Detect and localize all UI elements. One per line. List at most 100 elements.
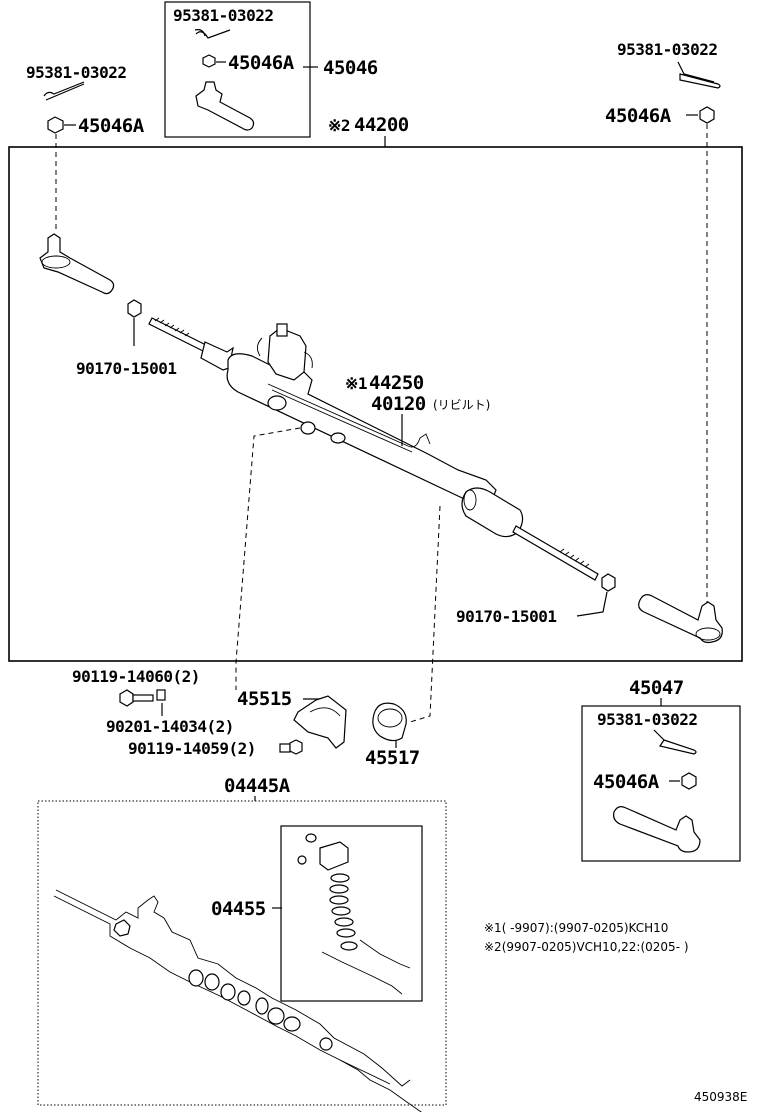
label-90170-right: 90170-15001 (456, 607, 556, 626)
pinion-seal-kit-icon (297, 833, 411, 995)
dashed-guide-bracket (235, 427, 301, 690)
label-95381-inset2: 95381-03022 (597, 710, 697, 729)
castle-nut-left-icon (47, 116, 64, 134)
kit-ring-3 (329, 895, 349, 905)
bolt-shank (132, 694, 154, 702)
pinion-shaft (276, 323, 288, 337)
label-90170-left: 90170-15001 (76, 359, 176, 378)
tie-rod-end-right-ball (695, 627, 721, 641)
bolt-90119-14060-icon (119, 689, 154, 707)
thread-marks-right (559, 548, 590, 568)
label-04455: 04455 (211, 898, 266, 920)
hydraulic-pipes (257, 337, 313, 369)
assembly-mark-44200: ※2 (328, 116, 350, 135)
label-90119-14060: 90119-14060(2) (72, 667, 200, 686)
kit-ring-6 (336, 928, 356, 938)
leader-line (653, 729, 665, 741)
kit-seal-1 (188, 969, 204, 987)
kit-box-04445a (37, 800, 447, 1106)
kit-seal-4 (237, 990, 251, 1006)
castle-nut-inset2-icon (681, 772, 697, 790)
label-44250: 44250 (369, 372, 424, 394)
mount-bush-3 (330, 432, 346, 444)
bolt-head (289, 739, 303, 755)
cotter-pin-icon-loop (194, 29, 206, 37)
figure-code: 450938E (694, 1090, 747, 1104)
cotter-pin-inset2-icon (659, 739, 697, 755)
tie-rod-end-left-ball (41, 255, 71, 269)
inner-tie-rod-left (148, 317, 209, 353)
rack-outline-bottom (53, 895, 422, 1112)
label-44250-mark: ※1 (345, 374, 367, 393)
bushing-45517-icon (372, 702, 407, 742)
cotter-pin-left-icon (43, 81, 85, 97)
note-1: ※1( -9907):(9907-0205)KCH10 (484, 921, 668, 935)
castle-nut-icon (202, 54, 216, 68)
mount-bush-2 (300, 421, 316, 435)
steering-rack-assembly-icon (148, 317, 599, 581)
rack-boot-right (461, 487, 524, 538)
label-04445a: 04445A (224, 775, 291, 797)
inset-box-45046 (164, 1, 311, 138)
cotter-pin-left-icon-2 (45, 83, 85, 101)
label-90201: 90201-14034(2) (106, 717, 234, 736)
label-45046a-inset: 45046A (228, 52, 295, 74)
label-95381-left: 95381-03022 (26, 63, 126, 82)
kit-ring-7 (340, 941, 358, 951)
label-45046a-left: 45046A (78, 115, 145, 137)
cotter-pin-icon (195, 29, 231, 39)
leader-line (576, 591, 608, 617)
bolt-head (119, 689, 134, 707)
kit-ring-5 (334, 917, 354, 927)
inner-tie-rod-right (512, 525, 599, 581)
bracket-45515-icon (293, 695, 347, 749)
hydraulic-line-end (407, 433, 431, 448)
label-45515: 45515 (237, 688, 292, 710)
assembly-box-44200 (8, 146, 743, 662)
bracket-inner (309, 707, 341, 717)
bushing-inner (377, 708, 403, 728)
kit-ring-2 (329, 884, 349, 894)
label-40120-note: (リビルト) (433, 398, 490, 412)
kit-small-seal (297, 855, 307, 865)
bolt-90119-14059-icon (279, 739, 303, 755)
hydraulic-line-long (267, 383, 413, 453)
cotter-pin-right-icon (679, 73, 721, 89)
kit-seal-6 (267, 1007, 285, 1025)
thread-marks-left (154, 317, 190, 337)
kit-ring-4 (331, 906, 351, 916)
kit-seal-8 (319, 1037, 333, 1051)
jam-nut-left-icon (127, 299, 142, 318)
tie-rod-end-inset-45046 (194, 29, 318, 131)
kit-housing-outline-2 (359, 939, 411, 969)
tie-rod-end-left-icon (39, 233, 115, 295)
rack-housing (226, 353, 497, 511)
jam-nut-right-icon (601, 573, 616, 592)
kit-small-seal (305, 833, 317, 843)
bolt-shank (279, 743, 291, 753)
kit-box-04455 (280, 825, 423, 1002)
bushing-body (372, 702, 407, 742)
kit-housing-outline (321, 951, 403, 995)
label-45046a-inset2: 45046A (593, 771, 660, 793)
label-45047: 45047 (629, 677, 684, 699)
kit-rod-end (339, 1059, 391, 1085)
label-45046a-right: 45046A (605, 105, 672, 127)
kit-ring-1 (330, 873, 350, 883)
kit-seal-3 (220, 983, 236, 1001)
tie-rod-end-icon (195, 81, 255, 131)
mount-bush-1 (267, 395, 287, 411)
label-45046: 45046 (323, 57, 378, 79)
rack-outline-kit-icon (53, 889, 422, 1112)
boot-clamp (463, 489, 477, 511)
leader-line (677, 61, 715, 83)
kit-valve-seal (319, 841, 349, 871)
rack-outline-top (55, 889, 411, 1087)
label-44200: 44200 (354, 114, 409, 136)
kit-seal-2 (204, 973, 220, 991)
label-45517: 45517 (365, 747, 420, 769)
kit-nut (113, 919, 131, 937)
label-95381-inset: 95381-03022 (173, 6, 273, 25)
